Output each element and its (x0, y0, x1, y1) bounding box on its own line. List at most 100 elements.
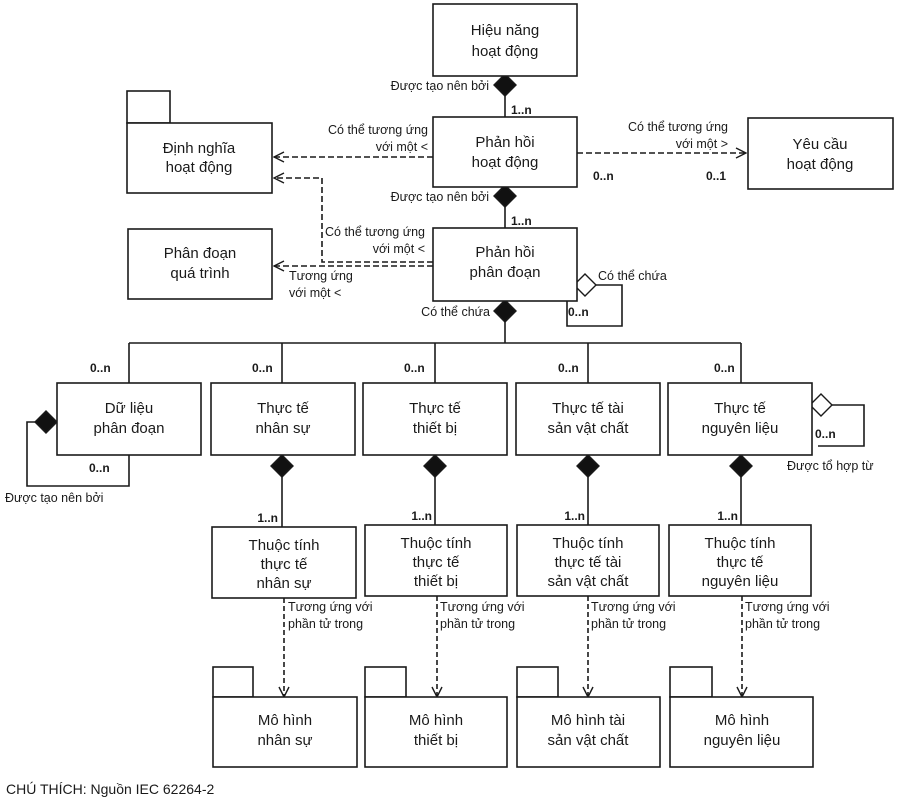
box-label: hoạt động (472, 154, 539, 171)
relation-label: Có thể tương ứng (628, 120, 728, 134)
composition-diamond-icon (270, 454, 294, 478)
box-label: Thuộc tính (705, 535, 776, 552)
relation-line-r7 (566, 284, 623, 327)
package-tab-mh-nguyen-lieu (669, 666, 713, 698)
box-label: nguyên liệu (702, 573, 779, 590)
package-tab-mh-thiet-bi (364, 666, 407, 698)
box-label: Phản hồi (475, 244, 534, 261)
relation-label: Có thể tương ứng (325, 225, 425, 239)
relation-label: Được tạo nên bởi (391, 190, 489, 204)
multiplicity-label: 0..n (815, 427, 836, 441)
box-label: Mô hình (409, 712, 463, 729)
relation-line-r9 (26, 421, 130, 487)
relation-label: với một < (376, 140, 428, 154)
composition-diamond-icon (423, 454, 447, 478)
box-label: thiết bị (414, 573, 458, 590)
box-label: hoạt động (787, 156, 854, 173)
box-label: sản vật chất (548, 420, 630, 437)
relation-label: Được tạo nên bởi (5, 491, 103, 505)
composition-diamond-icon (493, 73, 517, 97)
box-label: Thực tế (409, 400, 461, 417)
relation-label: Được tạo nên bởi (391, 79, 489, 93)
box-label: phân đoạn (94, 420, 165, 437)
composition-diamond-icon (576, 454, 600, 478)
relation-label: phần tử trong (440, 617, 515, 631)
box-label: Phân đoạn (164, 245, 237, 262)
relation-label: với một < (289, 286, 341, 300)
box-label: Dữ liệu (105, 400, 153, 417)
figure-caption: CHÚ THÍCH: Nguồn IEC 62264-2 (6, 781, 214, 797)
package-tab-dinh-nghia (126, 90, 171, 124)
box-label: Mô hình tài (551, 712, 625, 729)
class-box-phan-hoi-hoat-dong (432, 116, 578, 188)
class-box-phan-hoi-phan-doan (432, 227, 578, 302)
package-box-dinh-nghia (126, 122, 273, 194)
multiplicity-label: 1..n (257, 511, 278, 525)
box-label: Thực tế (257, 400, 309, 417)
relation-label: phần tử trong (288, 617, 363, 631)
box-label: nguyên liệu (702, 420, 779, 437)
package-tab-mh-tai-san (516, 666, 559, 698)
relation-label: Có thể tương ứng (328, 123, 428, 137)
class-box-tt-nguyen-lieu (667, 382, 813, 456)
class-box-phan-doan-qt (127, 228, 273, 300)
relation-label: Tương ứng với (591, 600, 676, 614)
composition-diamond-icon (729, 454, 753, 478)
relation-label: với một < (373, 242, 425, 256)
multiplicity-label: 1..n (717, 509, 738, 523)
class-box-tt-tai-san (515, 382, 661, 456)
box-label: phân đoạn (470, 264, 541, 281)
relation-line-r5 (274, 178, 433, 263)
box-label: Thực tế tài (552, 400, 624, 417)
composition-diamond-icon (493, 299, 517, 323)
multiplicity-label: 0..n (404, 361, 425, 375)
multiplicity-label: 0..n (558, 361, 579, 375)
box-label: nhân sự (256, 575, 311, 592)
package-box-mh-tai-san (516, 696, 661, 768)
multiplicity-label: 0..n (568, 305, 589, 319)
box-label: thiết bị (414, 732, 458, 749)
package-box-mh-nguyen-lieu (669, 696, 814, 768)
relation-label: Tương ứng với (745, 600, 830, 614)
multiplicity-label: 0..n (89, 461, 110, 475)
box-label: thực tế tài (555, 554, 622, 571)
relation-label: Được tổ hợp từ (787, 459, 874, 473)
class-box-yeu-cau (747, 117, 894, 190)
relation-label: phần tử trong (745, 617, 820, 631)
box-label: Thuộc tính (401, 535, 472, 552)
class-box-hieu-nang (432, 3, 578, 77)
package-tab-mh-nhan-su (212, 666, 254, 698)
box-label: thực tế (261, 556, 308, 573)
box-label: Yêu cầu (792, 136, 847, 153)
relation-label: Tương ứng với (440, 600, 525, 614)
box-label: thực tế (413, 554, 460, 571)
multiplicity-label: 0..1 (706, 169, 726, 183)
box-label: thiết bị (413, 420, 457, 437)
box-label: nguyên liệu (704, 732, 781, 749)
box-label: hoạt động (166, 159, 233, 176)
box-label: Thuộc tính (249, 537, 320, 554)
box-label: sản vật chất (548, 573, 630, 590)
box-label: Phản hồi (475, 134, 534, 151)
box-label: hoạt động (472, 43, 539, 60)
multiplicity-label: 1..n (411, 509, 432, 523)
box-label: thực tế (717, 554, 764, 571)
class-box-ttt-tai-san (516, 524, 660, 597)
relation-label: Có thể chứa (421, 305, 490, 319)
relation-label: Tương ứng với (288, 600, 373, 614)
class-box-ttt-nhan-su (211, 526, 357, 599)
class-box-ttt-nguyen-lieu (668, 524, 812, 597)
multiplicity-label: 1..n (564, 509, 585, 523)
package-box-mh-thiet-bi (364, 696, 508, 768)
box-label: Định nghĩa (163, 140, 236, 157)
multiplicity-label: 1..n (511, 214, 532, 228)
class-box-tt-nhan-su (210, 382, 356, 456)
relation-label: Tương ứng (289, 269, 353, 283)
package-box-mh-nhan-su (212, 696, 358, 768)
class-box-tt-thiet-bi (362, 382, 508, 456)
multiplicity-label: 0..n (593, 169, 614, 183)
composition-diamond-icon (493, 184, 517, 208)
relation-label: phần tử trong (591, 617, 666, 631)
composition-diamond-icon (34, 410, 58, 434)
